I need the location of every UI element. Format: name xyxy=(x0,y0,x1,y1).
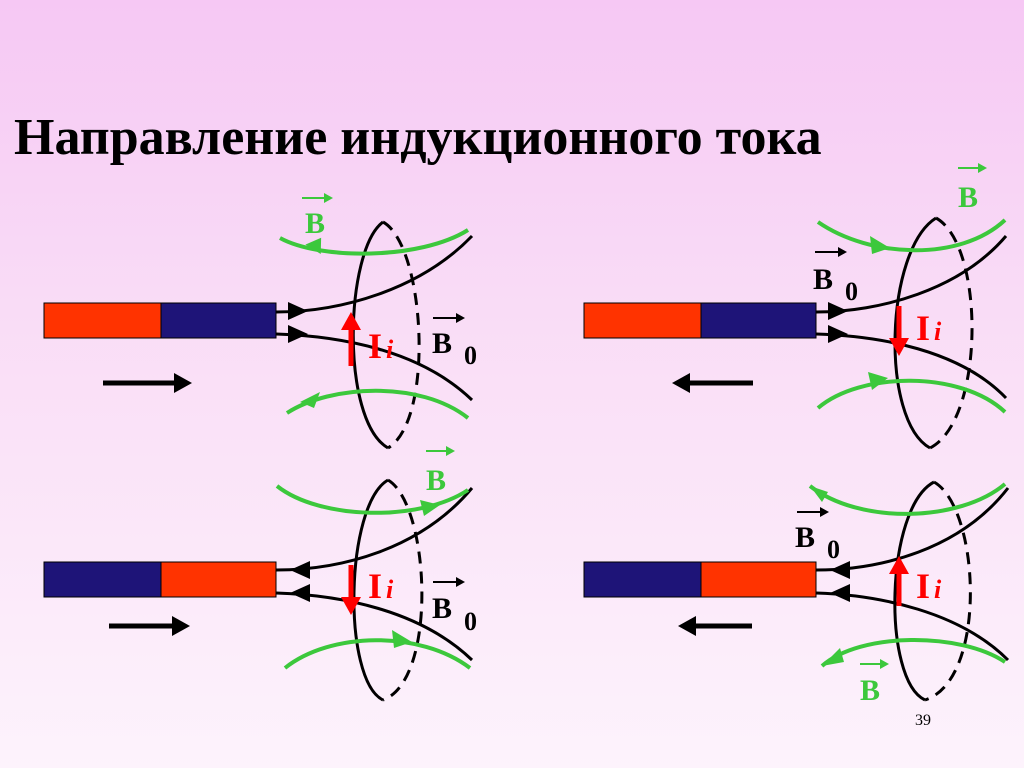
induced-field-line xyxy=(283,638,472,670)
panel-top-left: B I i B 0 xyxy=(43,193,477,450)
label-current: I i xyxy=(368,326,394,366)
panel-bottom-right: B 0 I i B xyxy=(583,480,1010,707)
magnet-north-pole xyxy=(583,302,702,339)
label-b: B xyxy=(958,163,987,214)
magnet-south-pole xyxy=(160,302,277,339)
label-b: B xyxy=(302,193,333,240)
svg-text:I: I xyxy=(916,566,930,606)
svg-text:B: B xyxy=(795,521,815,554)
svg-text:0: 0 xyxy=(464,341,477,370)
svg-text:i: i xyxy=(934,575,942,604)
svg-text:0: 0 xyxy=(827,535,840,564)
magnet-south-pole xyxy=(700,302,817,339)
field-arrowhead xyxy=(288,325,308,343)
panel-bottom-left: B I i B 0 xyxy=(43,446,477,702)
label-b: B xyxy=(860,659,889,707)
svg-text:B: B xyxy=(432,327,452,360)
field-arrowhead xyxy=(830,584,850,602)
field-arrowhead xyxy=(290,584,310,602)
svg-text:i: i xyxy=(934,317,942,346)
svg-text:I: I xyxy=(368,326,382,366)
label-b0: B 0 xyxy=(432,577,477,636)
coil-front xyxy=(893,216,937,450)
field-arrowhead xyxy=(828,325,848,343)
svg-text:B: B xyxy=(432,592,452,625)
page-number: 39 xyxy=(915,712,931,729)
svg-text:B: B xyxy=(305,207,325,240)
field-arrowhead xyxy=(288,302,308,320)
svg-text:B: B xyxy=(813,263,833,296)
field-arrowhead xyxy=(828,302,848,320)
induced-field-line xyxy=(820,638,1007,668)
label-b0: B 0 xyxy=(813,247,858,306)
svg-text:i: i xyxy=(386,335,394,364)
induced-field-line xyxy=(279,228,470,256)
label-current: I i xyxy=(916,566,942,606)
svg-text:0: 0 xyxy=(464,607,477,636)
induced-field-line xyxy=(816,218,1007,253)
field-arrowhead xyxy=(290,561,310,579)
coil-back xyxy=(382,478,424,702)
label-current: I i xyxy=(916,308,942,348)
magnet-north-pole xyxy=(43,302,162,339)
coil-back xyxy=(929,216,974,450)
label-b0: B 0 xyxy=(432,313,477,370)
coil-back xyxy=(924,480,972,702)
magnet-north-pole xyxy=(700,561,817,598)
induced-field-line xyxy=(808,482,1007,516)
field-arrowhead xyxy=(830,561,850,579)
svg-text:I: I xyxy=(916,308,930,348)
magnet-south-pole xyxy=(583,561,702,598)
induced-field-line xyxy=(816,378,1007,414)
coil-back xyxy=(382,220,421,450)
svg-text:B: B xyxy=(860,674,880,707)
label-b0: B 0 xyxy=(795,507,840,564)
panel-top-right: B B 0 I i xyxy=(583,163,1008,450)
induced-field-line xyxy=(275,484,470,515)
magnet-north-pole xyxy=(160,561,277,598)
label-current: I i xyxy=(368,566,394,606)
svg-text:I: I xyxy=(368,566,382,606)
svg-text:B: B xyxy=(958,181,978,214)
svg-text:0: 0 xyxy=(845,277,858,306)
magnet-south-pole xyxy=(43,561,162,598)
field-line-lower xyxy=(815,332,1008,400)
coil-front xyxy=(893,480,935,702)
svg-text:i: i xyxy=(386,575,394,604)
svg-text:B: B xyxy=(426,464,446,497)
label-b: B xyxy=(426,446,455,497)
slide-title: Направление индукционного тока xyxy=(14,109,822,166)
coil-front xyxy=(352,478,389,702)
